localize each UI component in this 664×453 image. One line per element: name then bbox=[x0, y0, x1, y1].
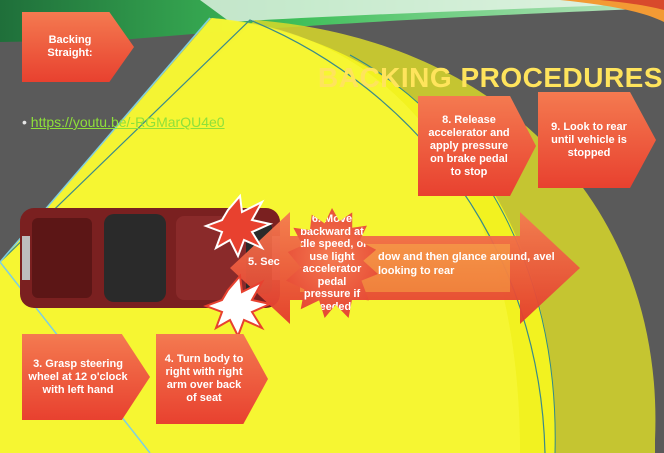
slide-title: BACKING PROCEDURES bbox=[318, 62, 664, 93]
step5-right-text: dow and then glance around, avel looking… bbox=[378, 251, 555, 277]
bullet: • bbox=[22, 114, 27, 130]
top-ribbon-red bbox=[600, 0, 664, 10]
backing-straight-label: Backing Straight: bbox=[47, 34, 93, 59]
step9-shape: 9. Look to rear until vehicle is stopped bbox=[538, 92, 656, 188]
step9-label: 9. Look to rear until vehicle is stopped bbox=[551, 120, 627, 159]
step3-label: 3. Grasp steering wheel at 12 o'clock wi… bbox=[28, 357, 128, 396]
step3-shape: 3. Grasp steering wheel at 12 o'clock wi… bbox=[22, 334, 150, 420]
step4-shape: 4. Turn body to right with right arm ove… bbox=[156, 334, 268, 424]
step8-shape: 8. Release accelerator and apply pressur… bbox=[418, 96, 536, 196]
step8-label: 8. Release accelerator and apply pressur… bbox=[428, 113, 510, 178]
explosion-burst-icon-bottom bbox=[203, 273, 274, 339]
step5-left-text: 5. Sec bbox=[248, 256, 280, 268]
top-ribbon-light bbox=[200, 0, 664, 22]
top-ribbon-orange bbox=[560, 0, 664, 22]
top-ribbon-green bbox=[0, 0, 664, 42]
explosion-burst-icon-top bbox=[203, 193, 274, 259]
link-bullet-row: • https://youtu.be/-RGMarQU4e0 bbox=[22, 114, 225, 130]
step4-label: 4. Turn body to right with right arm ove… bbox=[164, 353, 244, 404]
video-link[interactable]: https://youtu.be/-RGMarQU4e0 bbox=[30, 114, 225, 130]
backing-straight-shape: Backing Straight: bbox=[22, 12, 134, 82]
